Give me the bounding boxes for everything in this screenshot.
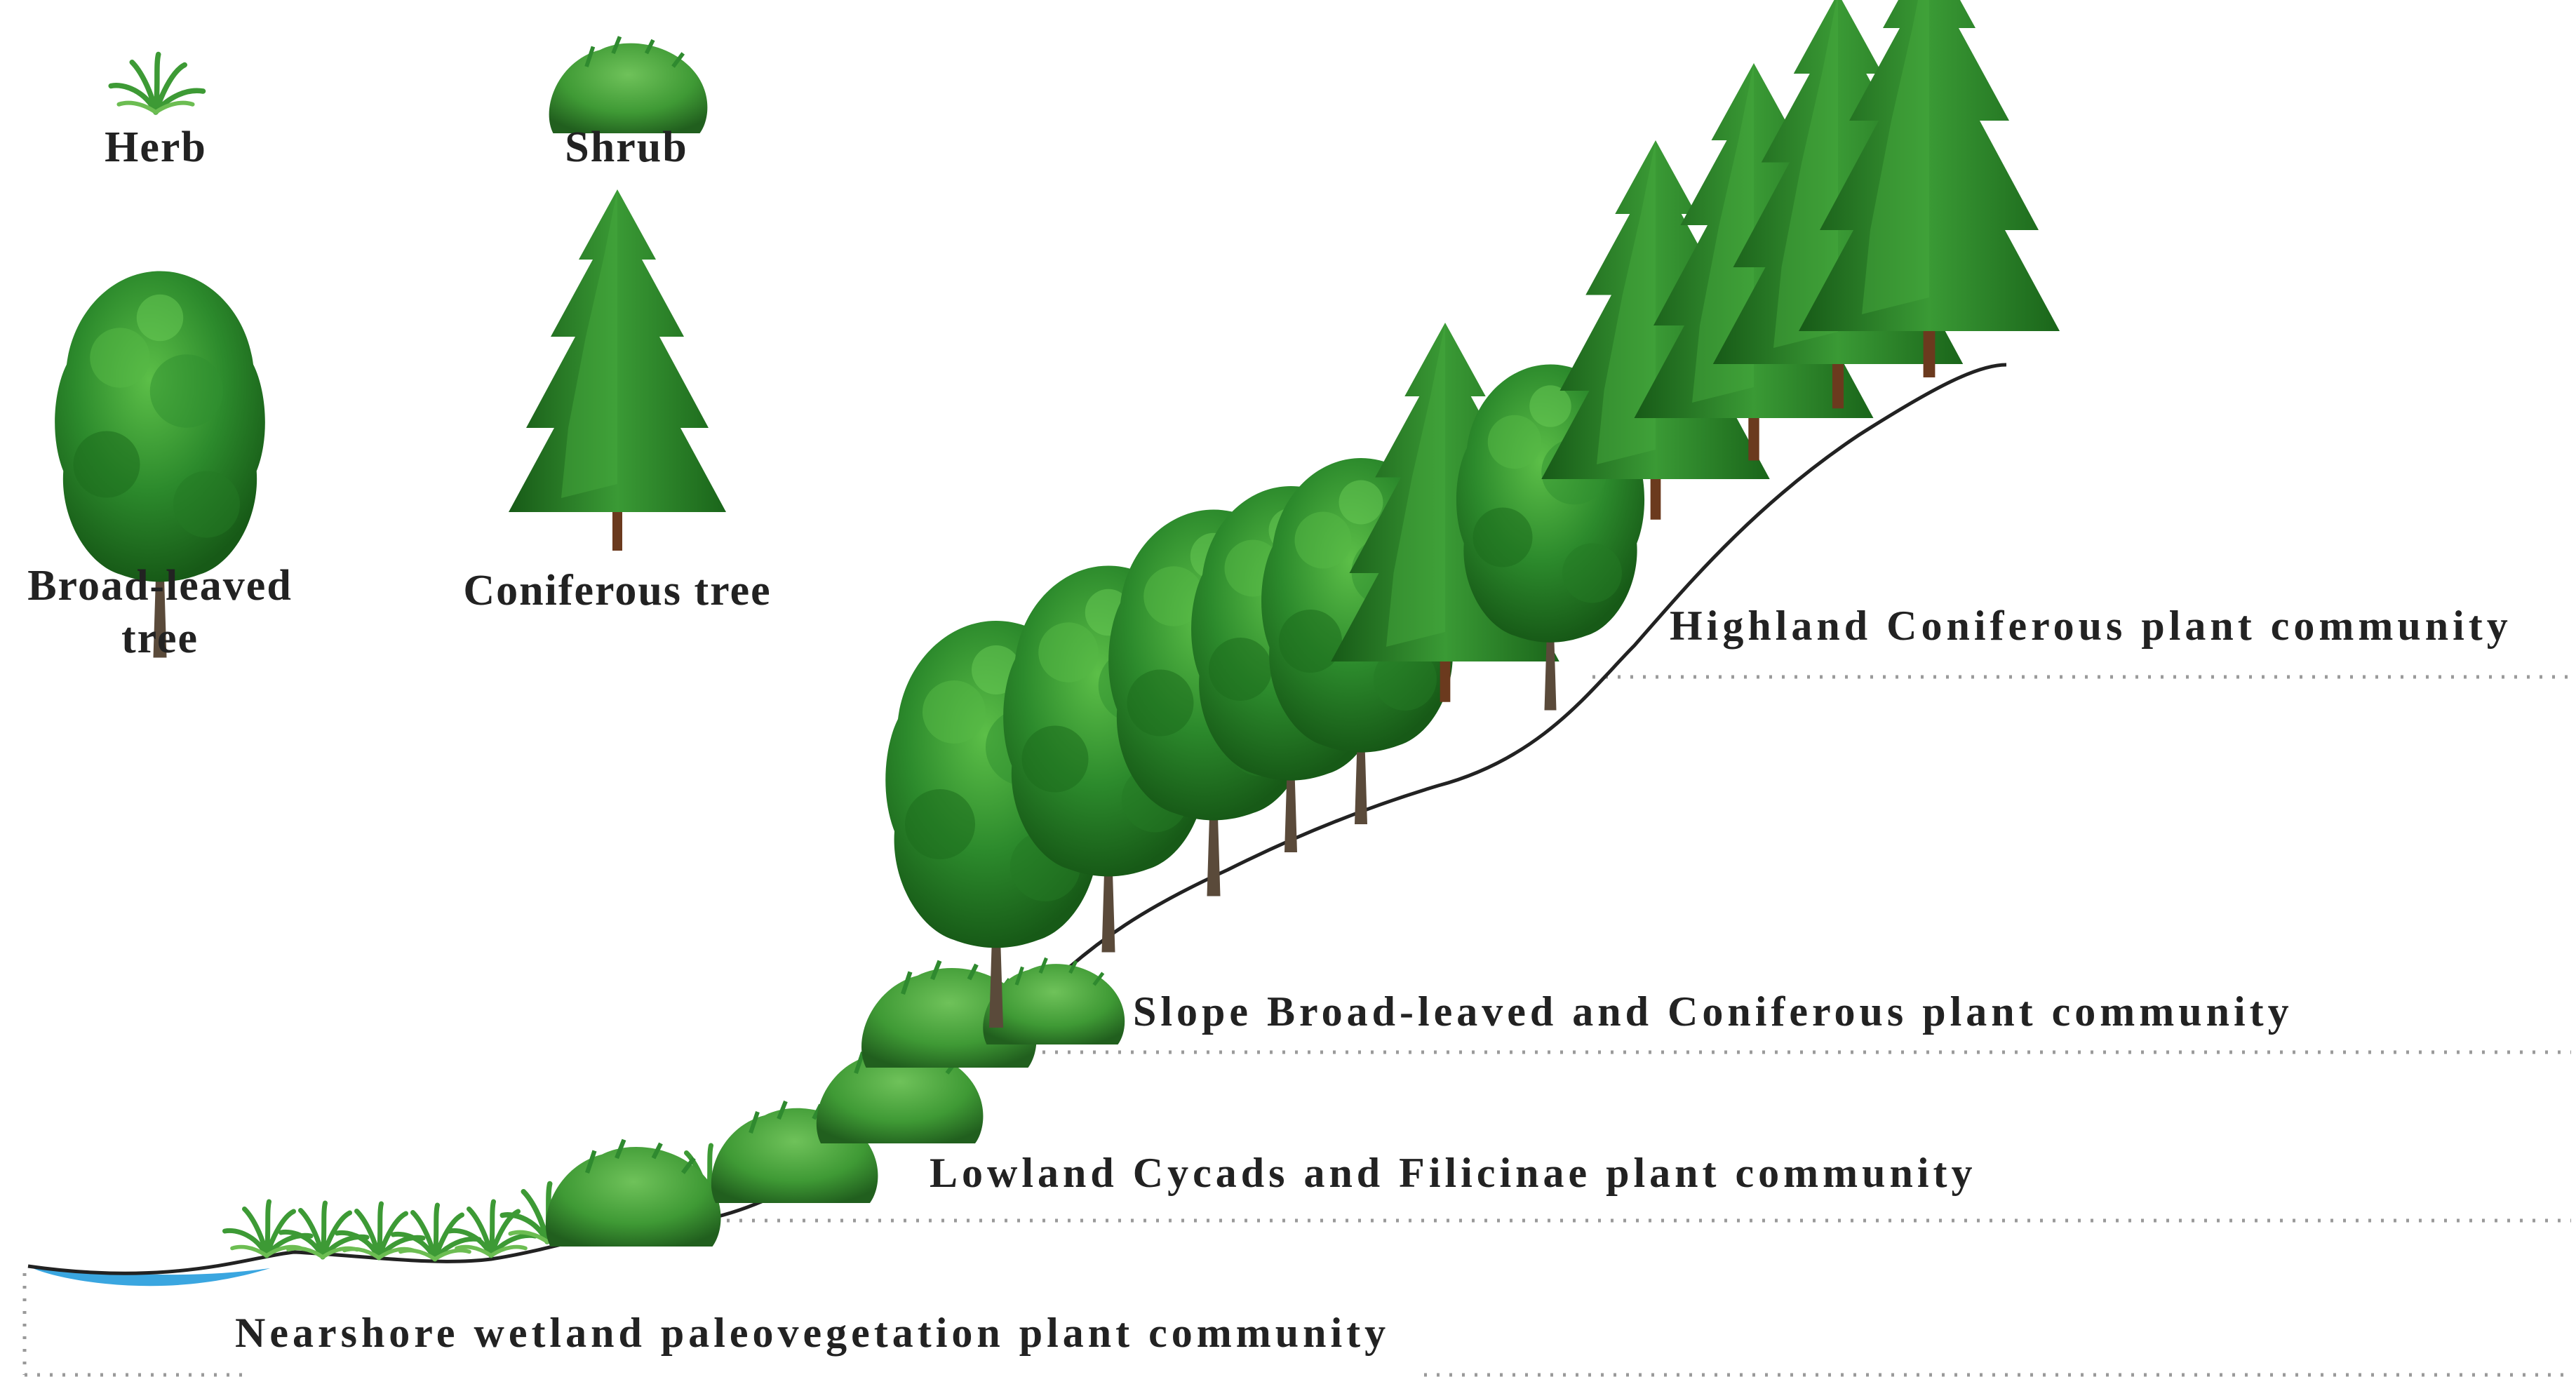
shrub-plant — [546, 1140, 720, 1247]
zone-dividers — [22, 675, 2571, 1377]
legend-broadleaf-label-line1: Broad-leaved — [27, 562, 293, 610]
ground-profile — [27, 363, 2007, 1275]
coniferous-tree-legend-icon — [509, 189, 726, 551]
zone-label-nearshore: Nearshore wetland paleovegetation plant … — [235, 1310, 1390, 1356]
legend-herb-label: Herb — [105, 123, 207, 171]
herb-plant — [450, 1202, 536, 1256]
zone-label-highland: Highland Coniferous plant community — [1670, 603, 2512, 649]
legend: Herb Shrub Broad-leaved tree Coniferous … — [27, 36, 771, 662]
legend-shrub-label: Shrub — [565, 123, 687, 171]
water-body — [28, 1266, 270, 1286]
shrub-plant — [983, 958, 1125, 1044]
zone-label-lowland: Lowland Cycads and Filicinae plant commu… — [930, 1150, 1977, 1196]
zone-label-slope: Slope Broad-leaved and Coniferous plant … — [1133, 988, 2293, 1035]
herb-legend-icon — [111, 55, 203, 113]
legend-broadleaf-label-line2: tree — [121, 614, 199, 662]
shrub-legend-icon — [549, 36, 708, 133]
legend-conifer-label: Coniferous tree — [463, 567, 771, 614]
